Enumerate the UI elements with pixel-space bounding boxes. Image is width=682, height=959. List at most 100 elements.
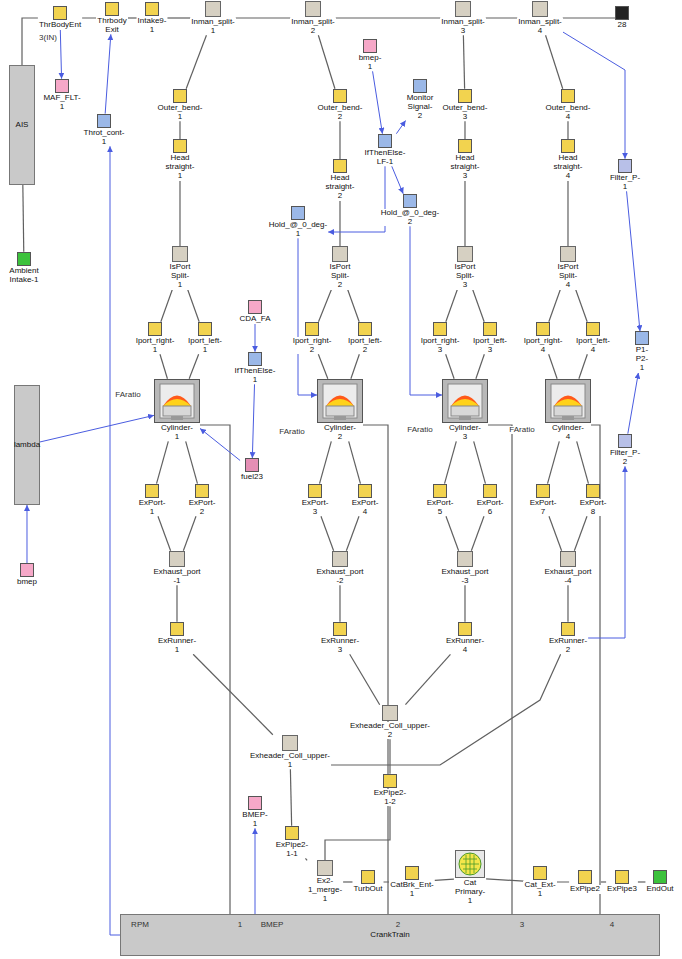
component-icon xyxy=(458,139,472,153)
pipe-component: Outer_bend-4 xyxy=(545,89,592,122)
signal-label: FAratio xyxy=(114,391,141,400)
flow-connection xyxy=(318,354,327,378)
signal-label: 1 xyxy=(237,921,243,930)
sensor-component: MAF_FLT-1 xyxy=(42,79,81,112)
flow-connection xyxy=(389,739,390,773)
component-icon xyxy=(17,252,31,266)
pipe-component: Head straight-3 xyxy=(450,139,481,180)
pipe-component: Iport_left-4 xyxy=(575,322,611,355)
flow-connection xyxy=(325,806,390,860)
component-icon xyxy=(317,379,363,423)
component-label: Iport_left-4 xyxy=(575,337,611,355)
component-icon xyxy=(105,2,119,16)
pipe-component: ExRunner-3 xyxy=(320,622,360,655)
flow-connection xyxy=(320,441,332,483)
signal-wire xyxy=(255,324,256,352)
pipe-component: ExPort-5 xyxy=(426,484,455,517)
component-icon xyxy=(154,379,200,423)
flow-connection xyxy=(22,185,24,252)
component-icon xyxy=(333,622,347,636)
component-label: lambda xyxy=(13,441,41,450)
flow-split: Exheader_Coll_upper-1 xyxy=(249,735,331,770)
control-component: Hold_@_0_deg-2 xyxy=(380,194,440,227)
flow-connection xyxy=(236,17,290,18)
component-label: Inman_split-2 xyxy=(290,18,336,36)
flow-connection xyxy=(179,181,180,247)
component-label: Exheader_Coll_upper-1 xyxy=(249,752,331,770)
pipe-component: Cat_Ext-1 xyxy=(523,866,556,899)
component-icon xyxy=(317,860,333,876)
flow-connection xyxy=(318,35,335,88)
component-icon xyxy=(308,484,322,498)
component-icon xyxy=(586,484,600,498)
signal-wire xyxy=(255,828,256,914)
component-label: ExPort-4 xyxy=(351,499,380,517)
component-icon xyxy=(383,774,397,788)
flow-connection xyxy=(22,18,38,65)
pipe-component: ExPort-1 xyxy=(138,484,167,517)
flow-connection xyxy=(305,858,307,860)
component-label: Inman_split-3 xyxy=(440,18,486,36)
environment-boundary: EndOut xyxy=(645,870,674,894)
pipe-component: ExPort-8 xyxy=(579,484,608,517)
component-label: ExPort-6 xyxy=(476,499,505,517)
component-icon xyxy=(483,322,497,336)
pipe-component: Intake9-1 xyxy=(137,2,168,35)
component-label: AIS xyxy=(15,121,30,130)
pipe-component: Iport_left-1 xyxy=(187,322,223,355)
component-label: Hold_@_0_deg-2 xyxy=(380,209,440,227)
flow-connection xyxy=(486,879,523,881)
flow-split: Exhaust_port -2 xyxy=(315,551,364,586)
component-icon xyxy=(442,379,488,423)
component-label: Exhaust_port -2 xyxy=(315,568,364,586)
component-icon xyxy=(532,1,548,17)
component-label: Exhaust_port -1 xyxy=(152,568,201,586)
flow-split: Inman_split-2 xyxy=(290,1,336,36)
signal-bar: AIS xyxy=(9,65,35,185)
component-icon xyxy=(560,246,576,262)
signal-label: FAratio xyxy=(508,426,535,435)
filter-component: Filter_P-2 xyxy=(609,434,641,467)
signal-wire xyxy=(40,415,154,442)
pipe-component: ExPipe2-1-1 xyxy=(275,826,309,859)
component-label: ExPipe3 xyxy=(606,885,638,894)
component-label: Head straight-2 xyxy=(325,174,356,200)
flow-connection xyxy=(576,290,587,322)
pipe-component: Head straight-2 xyxy=(325,159,356,200)
pipe-component: Outer_bend-3 xyxy=(442,89,489,122)
engine-cylinder: Cylinder-2 xyxy=(317,379,363,442)
component-label: Iport_right-2 xyxy=(292,337,333,355)
component-icon xyxy=(457,246,473,262)
flow-connection xyxy=(474,441,486,483)
component-icon xyxy=(173,89,187,103)
flow-connection xyxy=(574,516,587,550)
component-label: Filter_P-2 xyxy=(609,449,641,467)
component-icon xyxy=(333,89,347,103)
signal-wire xyxy=(396,120,405,133)
signal-label: RPM xyxy=(130,921,150,930)
flow-connection xyxy=(179,121,180,139)
component-icon xyxy=(291,206,305,220)
component-icon xyxy=(169,551,185,567)
component-icon xyxy=(433,322,447,336)
component-label: ExRunner-3 xyxy=(320,637,360,655)
flow-connection xyxy=(567,121,568,139)
component-label: Exhaust_port -3 xyxy=(440,568,489,586)
component-icon xyxy=(55,79,69,93)
pipe-component: ExPort-6 xyxy=(476,484,505,517)
component-icon xyxy=(618,159,632,173)
flow-connection xyxy=(351,354,359,378)
flow-connection xyxy=(188,290,199,322)
component-label: ExPipe2-1-1 xyxy=(275,841,309,859)
flow-connection xyxy=(638,881,646,882)
flow-connection xyxy=(476,354,484,378)
component-icon xyxy=(378,134,392,148)
flow-split: Exhaust_port -4 xyxy=(543,551,592,586)
pipe-component: ExPort-3 xyxy=(301,484,330,517)
component-icon xyxy=(145,2,159,16)
pipe-component: ExPipe3 xyxy=(606,870,638,894)
signal-label: 2 xyxy=(395,921,401,930)
component-icon xyxy=(173,139,187,153)
component-label: IsPort Split-3 xyxy=(454,263,477,289)
component-label: Throt_cont-1 xyxy=(83,129,126,147)
